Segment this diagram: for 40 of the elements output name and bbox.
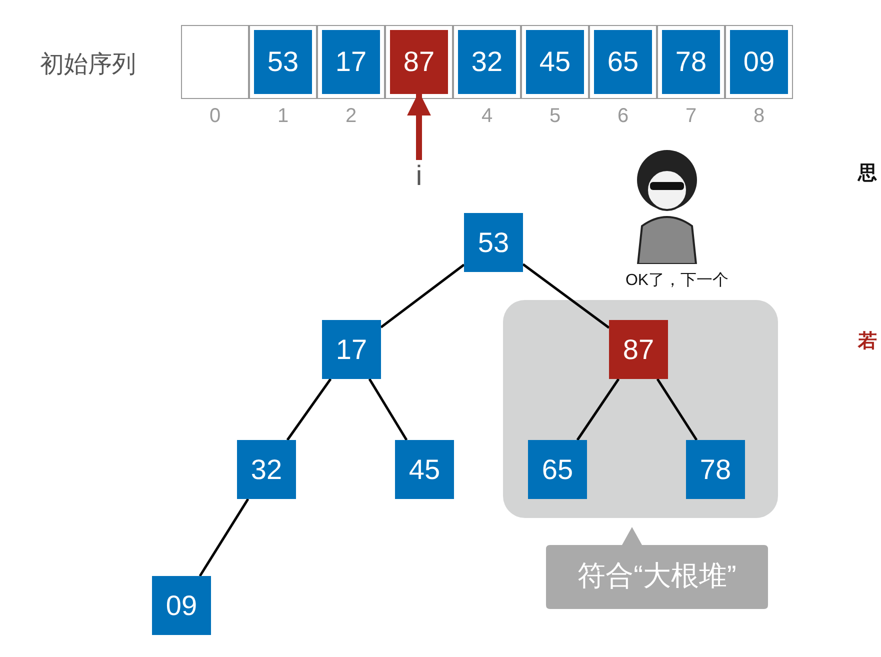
number-square: 65 xyxy=(594,30,652,94)
tree-edge xyxy=(286,378,332,441)
cut-off-text: 若 xyxy=(858,330,877,354)
number-square: 45 xyxy=(526,30,584,94)
pointer-label: i xyxy=(404,160,434,192)
number-square: 09 xyxy=(730,30,788,94)
number-square: 32 xyxy=(458,30,516,94)
tree-edge xyxy=(576,378,620,441)
caption-label: OK了，下一个 xyxy=(624,271,730,291)
row-label: 初始序列 xyxy=(40,50,136,80)
cut-off-text: 思 xyxy=(858,162,877,186)
number-square: 78 xyxy=(662,30,720,94)
highlight-panel xyxy=(503,300,778,518)
number-square: 87 xyxy=(390,30,448,94)
number-square: 65 xyxy=(528,440,587,499)
number-square: 53 xyxy=(464,213,523,272)
index-number: 2 xyxy=(344,105,358,128)
tree-edge xyxy=(368,378,408,441)
number-square: 45 xyxy=(395,440,454,499)
index-number: 8 xyxy=(752,105,766,128)
index-number: 0 xyxy=(208,105,222,128)
callout-bubble: 符合“大根堆” xyxy=(546,527,768,609)
number-square: 17 xyxy=(322,30,380,94)
tree-edge xyxy=(198,498,250,577)
index-number: 7 xyxy=(684,105,698,128)
number-square: 32 xyxy=(237,440,296,499)
index-number: 5 xyxy=(548,105,562,128)
number-square: 78 xyxy=(686,440,745,499)
arrow xyxy=(407,92,431,160)
index-number: 1 xyxy=(276,105,290,128)
index-number: 6 xyxy=(616,105,630,128)
tree-edge xyxy=(380,264,465,328)
index-number: 4 xyxy=(480,105,494,128)
empty-array-cell xyxy=(181,25,249,99)
number-square: 53 xyxy=(254,30,312,94)
number-square: 09 xyxy=(152,576,211,635)
number-square: 87 xyxy=(609,320,668,379)
tree-edge xyxy=(522,263,610,329)
number-square: 17 xyxy=(322,320,381,379)
tree-edge xyxy=(656,378,698,441)
